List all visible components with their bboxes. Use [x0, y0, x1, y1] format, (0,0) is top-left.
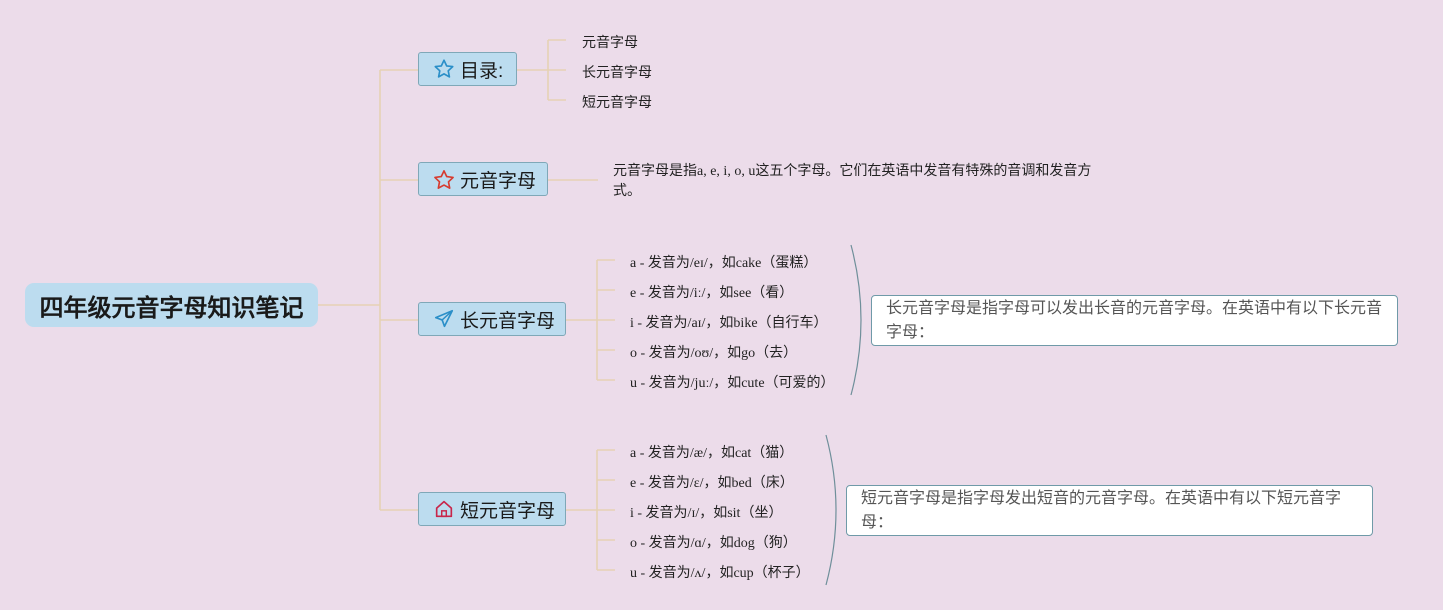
long-vowel-item[interactable]: o - 发音为/oʊ/，如go（去）	[630, 346, 798, 361]
branch-vowels[interactable]: 元音字母	[418, 162, 548, 196]
short-vowel-item[interactable]: i - 发音为/ɪ/，如sit（坐）	[630, 506, 783, 521]
short-summary-bracket	[825, 434, 837, 586]
short-vowel-item[interactable]: e - 发音为/ɛ/，如bed（床）	[630, 476, 794, 491]
branch-vowels-label: 元音字母	[460, 170, 537, 192]
long-vowel-item[interactable]: u - 发音为/juː/，如cute（可爱的）	[630, 376, 835, 391]
branch-short-vowels[interactable]: 短元音字母	[418, 492, 566, 526]
toc-item[interactable]: 元音字母	[582, 36, 638, 51]
long-vowel-item[interactable]: a - 发音为/eɪ/，如cake（蛋糕）	[630, 256, 818, 271]
branch-short-label: 短元音字母	[460, 500, 556, 522]
root-title: 四年级元音字母知识笔记	[39, 294, 304, 322]
short-vowel-item[interactable]: a - 发音为/æ/，如cat（猫）	[630, 446, 794, 461]
long-summary-bracket	[850, 244, 862, 396]
long-vowels-summary[interactable]: 长元音字母是指字母可以发出长音的元音字母。在英语中有以下长元音字母：	[871, 295, 1398, 346]
branch-toc-label: 目录:	[460, 60, 504, 82]
long-vowel-item[interactable]: i - 发音为/aɪ/，如bike（自行车）	[630, 316, 828, 331]
short-vowels-summary[interactable]: 短元音字母是指字母发出短音的元音字母。在英语中有以下短元音字母：	[846, 485, 1373, 536]
toc-item[interactable]: 长元音字母	[582, 66, 652, 81]
home-icon	[433, 498, 455, 520]
toc-item[interactable]: 短元音字母	[582, 96, 652, 111]
paper-plane-icon	[433, 308, 455, 330]
long-vowel-item[interactable]: e - 发音为/iː/，如see（看）	[630, 286, 794, 301]
star-outline-blue-icon	[433, 58, 455, 80]
root-topic[interactable]: 四年级元音字母知识笔记	[25, 283, 318, 327]
branch-toc[interactable]: 目录:	[418, 52, 517, 86]
branch-long-label: 长元音字母	[460, 310, 556, 332]
short-vowel-item[interactable]: u - 发音为/ʌ/，如cup（杯子）	[630, 566, 810, 581]
short-vowel-item[interactable]: o - 发音为/ɑ/，如dog（狗）	[630, 536, 797, 551]
branch-long-vowels[interactable]: 长元音字母	[418, 302, 566, 336]
vowels-description[interactable]: 元音字母是指a, e, i, o, u这五个字母。它们在英语中发音有特殊的音调和…	[613, 164, 1092, 199]
star-outline-red-icon	[433, 168, 455, 190]
